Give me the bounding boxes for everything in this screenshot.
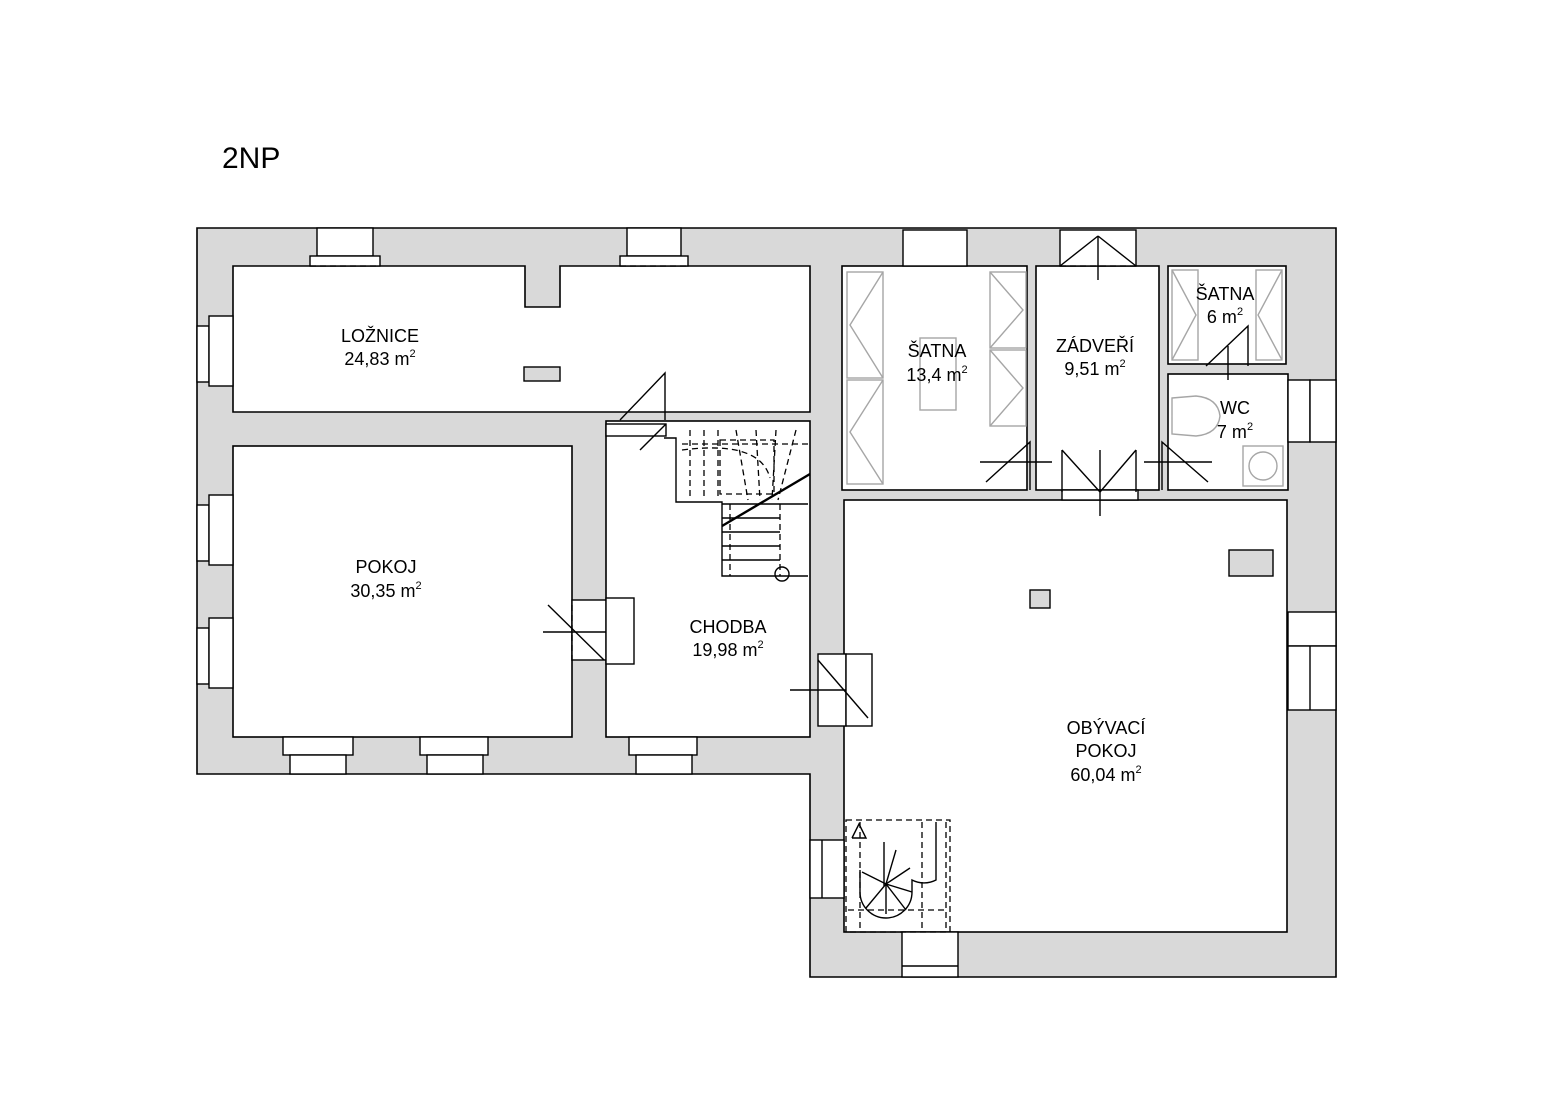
room-satna-small: [1167, 265, 1287, 365]
room-area: 24,83 m2: [344, 348, 415, 369]
room-area: 30,35 m2: [350, 580, 421, 601]
pillar: [1029, 589, 1051, 609]
window: [309, 227, 381, 267]
window: [1287, 379, 1337, 443]
wardrobe-fixture: [1171, 269, 1283, 361]
room-pokoj: [232, 445, 573, 738]
room-wc: [1167, 373, 1289, 491]
window: [419, 736, 489, 775]
room-name: ZÁDVEŘÍ: [1056, 336, 1134, 356]
door: [1061, 449, 1139, 516]
sink-fixture: [1242, 445, 1284, 487]
window: [196, 617, 234, 689]
window: [628, 736, 698, 775]
room-name: WC: [1220, 398, 1250, 418]
window: [196, 494, 234, 566]
spiral-staircase: [845, 819, 951, 933]
room-area: 9,51 m2: [1064, 358, 1125, 379]
room-area: 6 m2: [1207, 306, 1243, 327]
window: [902, 229, 968, 267]
room-loznice: [232, 265, 811, 413]
window: [619, 227, 689, 267]
window: [901, 931, 959, 978]
room-area: 19,98 m2: [692, 639, 763, 660]
window: [1059, 229, 1137, 280]
window: [196, 315, 234, 387]
door: [1205, 324, 1249, 380]
room-area: 7 m2: [1217, 421, 1253, 442]
staircase: [664, 429, 811, 582]
window: [1287, 611, 1337, 711]
door: [605, 371, 667, 451]
room-name: POKOJ: [1075, 741, 1136, 761]
floor-title: 2NP: [222, 142, 280, 175]
door: [1144, 440, 1212, 490]
room-name: CHODBA: [689, 617, 766, 637]
room-name: POKOJ: [355, 557, 416, 577]
pillar: [523, 366, 561, 382]
chimney: [1228, 549, 1274, 577]
window: [282, 736, 354, 775]
door: [543, 597, 635, 665]
room-name: ŠATNA: [908, 340, 967, 361]
room-zadveri: [1035, 265, 1160, 491]
window: [809, 839, 845, 899]
room-name: ŠATNA: [1196, 283, 1255, 304]
wardrobe-fixture: [846, 271, 1027, 485]
door: [790, 653, 873, 727]
toilet-fixture: [1171, 395, 1221, 437]
room-name: LOŽNICE: [341, 326, 419, 346]
room-area: 13,4 m2: [906, 364, 967, 385]
room-chodba: [605, 420, 811, 738]
door: [980, 440, 1052, 490]
room-name: OBÝVACÍ: [1067, 718, 1146, 738]
room-area: 60,04 m2: [1070, 764, 1141, 785]
room-obyvaci: [843, 499, 1288, 933]
